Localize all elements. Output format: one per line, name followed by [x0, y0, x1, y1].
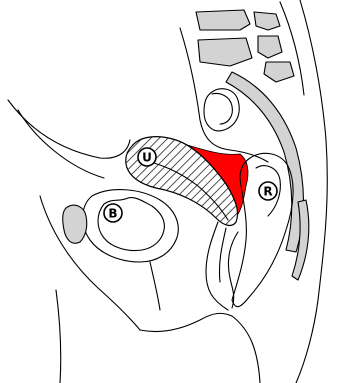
label-bladder: B [104, 204, 122, 222]
label-rectum: R [259, 182, 277, 200]
buttock-contour [232, 316, 260, 383]
pubic-bone [63, 205, 87, 243]
label-uterus: U [138, 148, 156, 166]
anterior-wall-lower [40, 196, 140, 330]
vaginal-canal-2 [219, 228, 226, 282]
urethra [150, 262, 160, 310]
promontory-inner [212, 94, 232, 125]
svg-text:R: R [263, 185, 272, 199]
thigh-contour [56, 290, 61, 383]
inner-back-contour [280, 2, 304, 95]
perineum [140, 313, 232, 331]
sacrum-vertebrae [196, 10, 294, 82]
abdominal-wall [8, 100, 130, 158]
svg-text:U: U [142, 151, 152, 165]
svg-text:B: B [108, 207, 117, 221]
rectum-fold-2 [228, 232, 238, 308]
promontory [204, 89, 239, 131]
abdominal-wall-2 [18, 110, 104, 178]
